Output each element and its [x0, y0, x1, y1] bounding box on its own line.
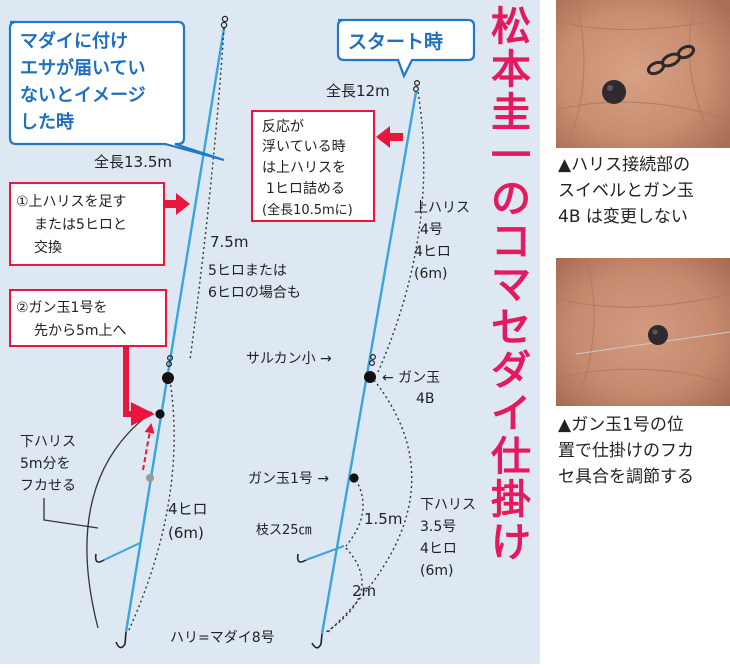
step2-line-2: 先から5m上へ	[34, 323, 127, 339]
photo2-caption-line-2: 置で仕掛けのフカ	[558, 441, 694, 461]
left-callout-line-1: マダイに付け	[20, 30, 128, 52]
svg-text:下ハリス 3.5号 4ヒロ: 下ハリス 3.5号 4ヒロ (6m)	[420, 497, 480, 579]
length-2m: 2m	[352, 582, 376, 600]
photo2-caption-line-3: セ具合を調節する	[558, 467, 694, 487]
lower-leader-line-2: 5m分を	[20, 456, 71, 472]
left-main-line	[124, 27, 226, 633]
left-shot-4b	[162, 372, 174, 384]
left-branch-line	[103, 542, 141, 561]
lower-leader-r-1: 下ハリス	[420, 497, 476, 513]
diagram-panel: マダイに付け エサが届いてい ないとイメージ した時 全長13.5m ①上ハリス…	[0, 0, 540, 664]
right-rig	[296, 79, 425, 649]
right-dotted-upper	[377, 91, 425, 373]
reaction-line-5: (全長10.5mに)	[262, 202, 353, 218]
photo-sinker-position	[556, 258, 730, 406]
left-bracket-line	[43, 498, 99, 529]
reaction-line-1: 反応が	[262, 119, 304, 135]
left-lower-arc	[86, 411, 153, 629]
upper-leader-line-3: 4ヒロ	[414, 244, 451, 260]
right-callout-text: スタート時	[348, 31, 443, 53]
shot-4b-label-1: ← ガン玉	[382, 370, 440, 386]
right-branch-line	[305, 545, 345, 561]
photo2-caption-line-1: ▲ガン玉1号の位	[558, 415, 684, 435]
left-shot-1	[155, 409, 165, 419]
right-hook-icon	[311, 633, 323, 649]
length-15: 1.5m	[364, 510, 402, 528]
reaction-line-3: は上ハリスを	[262, 160, 346, 176]
reaction-line-2: 浮いている時	[262, 139, 346, 155]
branch-label: 枝ス25㎝	[256, 523, 312, 538]
left-branch-hook-icon	[94, 553, 105, 563]
left-total-length: 全長13.5m	[94, 153, 172, 171]
svg-text:上ハリス 4号 4ヒロ: 上ハリス 4号 4ヒロ (6m)	[414, 200, 474, 282]
left-callout: マダイに付け エサが届いてい ないとイメージ した時	[8, 20, 225, 162]
left-dashed-move-arrow	[142, 423, 155, 471]
lower-leader-r-4: (6m)	[420, 563, 453, 579]
step2-arrow	[123, 346, 155, 426]
photo1-caption: ▲ハリス接続部の スイベルとガン玉 4B は変更しない	[558, 152, 730, 230]
right-dotted-2m	[325, 547, 363, 633]
right-branch-hook-icon	[296, 553, 307, 563]
photo-swivel-sinker	[556, 0, 730, 148]
right-dotted-lower	[327, 379, 413, 633]
left-old-shot-position	[146, 474, 154, 482]
left-m6: (6m)	[168, 524, 204, 542]
step1-line-1: ①上ハリスを足す	[16, 194, 127, 210]
step1-line-3: 交換	[34, 239, 62, 256]
left-dotted-lower	[127, 379, 175, 633]
upper-leader-line-1: 上ハリス	[414, 200, 470, 216]
left-callout-line-2: エサが届いてい	[20, 57, 145, 79]
lower-leader-r-3: 4ヒロ	[420, 541, 457, 557]
right-mid-swivel	[369, 354, 377, 367]
hook-label: ハリ=マダイ8号	[170, 630, 275, 646]
svg-text:②ガン玉1号を 先から5m上へ: ②ガン玉1号を 先から5m上へ	[16, 300, 127, 339]
lower-leader-r-2: 3.5号	[420, 519, 456, 535]
right-dotted-15	[345, 479, 364, 547]
svg-text:← ガン玉 4B: ← ガン玉 4B	[382, 370, 445, 407]
right-total-length: 全長12m	[326, 82, 390, 100]
photo2-caption: ▲ガン玉1号の位 置で仕掛けのフカ セ具合を調節する	[558, 412, 730, 490]
shot-1-label: ガン玉1号 →	[248, 471, 329, 487]
photo1-caption-line-2: スイベルとガン玉	[558, 181, 694, 201]
reaction-line-4: 1ヒロ詰める	[266, 181, 345, 197]
note-56-line-2: 6ヒロの場合も	[208, 285, 301, 301]
left-length-75: 7.5m	[210, 233, 248, 251]
left-hiro4: 4ヒロ	[168, 500, 208, 518]
photo1-caption-line-3: 4B は変更しない	[558, 207, 688, 227]
step2-box: ②ガン玉1号を 先から5m上へ	[9, 289, 167, 347]
reaction-note-box: 反応が 浮いている時 は上ハリスを 1ヒロ詰める (全長10.5mに)	[251, 110, 375, 222]
left-mid-swivel	[166, 355, 174, 368]
svg-text:反応が 浮いている時: 反応が 浮いている時 は上ハリスを 1ヒロ詰める (全長10.5mに)	[262, 119, 353, 218]
note-56-line-1: 5ヒロまたは	[208, 263, 287, 279]
step2-line-1: ②ガン玉1号を	[16, 300, 107, 316]
lower-leader-line-1: 下ハリス	[20, 434, 76, 450]
right-swivel-top	[413, 79, 421, 92]
left-callout-line-4: した時	[20, 112, 74, 133]
swivel-label: サルカン小 →	[246, 351, 332, 367]
left-rig	[43, 15, 229, 649]
right-shot-4b	[364, 371, 376, 383]
lower-leader-line-3: フカせる	[20, 478, 76, 494]
reaction-arrow	[376, 126, 403, 148]
vertical-title: 松本圭一のコマセダイ仕掛け	[491, 4, 531, 566]
svg-text:①上ハリスを足す または5ヒロと: ①上ハリスを足す または5ヒロと 交換	[16, 194, 131, 256]
left-callout-line-3: ないとイメージ	[20, 85, 146, 106]
shot-4b-label-2: 4B	[416, 391, 435, 407]
left-dotted-75	[189, 27, 225, 361]
rig-diagram: マダイに付け エサが届いてい ないとイメージ した時 全長13.5m ①上ハリス…	[8, 15, 480, 649]
svg-text:マダイに付け エサが届いてい: マダイに付け エサが届いてい ないとイメージ した時	[20, 30, 152, 133]
left-hook-icon	[115, 631, 127, 649]
step1-line-2: または5ヒロと	[34, 217, 127, 233]
svg-text:5ヒロまたは 6ヒロの場合も: 5ヒロまたは 6ヒロの場合も	[208, 263, 301, 301]
right-callout: スタート時	[336, 18, 476, 79]
step1-box: ①上ハリスを足す または5ヒロと 交換	[9, 182, 165, 266]
left-swivel-top	[220, 15, 229, 29]
step1-arrow	[165, 193, 190, 215]
svg-text:下ハリス 5m分を フカせる: 下ハリス 5m分を フカせる	[20, 434, 80, 494]
upper-leader-line-2: 4号	[420, 222, 443, 238]
upper-leader-line-4: (6m)	[414, 266, 447, 282]
photo1-caption-line-1: ▲ハリス接続部の	[558, 155, 691, 175]
